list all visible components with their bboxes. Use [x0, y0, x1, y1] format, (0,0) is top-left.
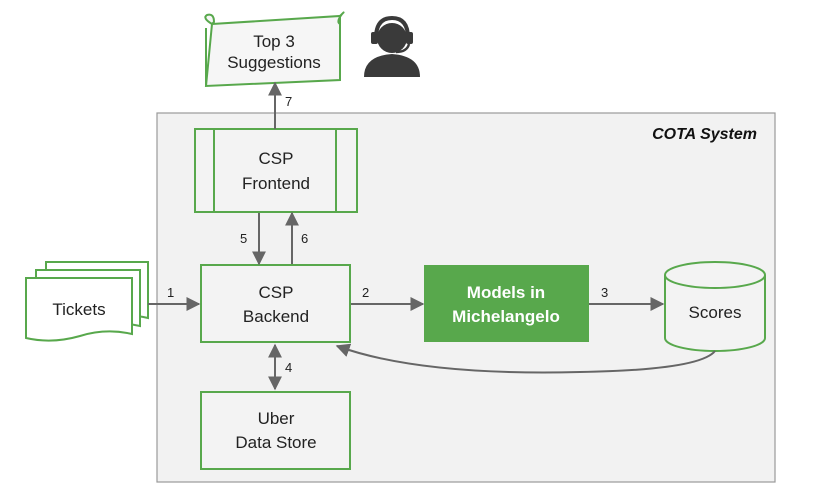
edge-scores-to-backend	[335, 343, 716, 374]
system-title: COTA System	[652, 126, 757, 143]
suggestions-line2: Suggestions	[227, 53, 321, 72]
edge-3-label: 3	[601, 285, 608, 300]
models-line1: Models in	[467, 283, 545, 302]
data-store-box: Uber Data Store	[200, 391, 351, 470]
backend-line1: CSP	[259, 283, 294, 302]
edge-1-label: 1	[167, 285, 174, 300]
backend-line2: Backend	[243, 307, 309, 326]
csp-backend-box: CSP Backend	[200, 264, 351, 343]
suggestions-scroll: Top 3 Suggestions	[204, 11, 345, 88]
models-line2: Michelangelo	[452, 307, 560, 326]
edge-6-label: 6	[301, 231, 308, 246]
edge-5-label: 5	[240, 231, 247, 246]
frontend-line1: CSP	[259, 149, 294, 168]
datastore-line2: Data Store	[235, 433, 316, 452]
csp-frontend-box: CSP Frontend	[194, 128, 358, 213]
edge-4-label: 4	[285, 360, 292, 375]
tickets-label: Tickets	[52, 300, 105, 319]
datastore-line1: Uber	[258, 409, 295, 428]
support-agent-icon	[364, 15, 420, 77]
suggestions-line1: Top 3	[253, 32, 295, 51]
models-box: Models in Michelangelo	[424, 265, 589, 342]
scores-cylinder: Scores	[664, 261, 766, 352]
edge-7-label: 7	[285, 94, 292, 109]
scores-label: Scores	[689, 303, 742, 322]
edge-2-label: 2	[362, 285, 369, 300]
tickets-stack: Tickets	[25, 261, 149, 342]
frontend-line2: Frontend	[242, 174, 310, 193]
